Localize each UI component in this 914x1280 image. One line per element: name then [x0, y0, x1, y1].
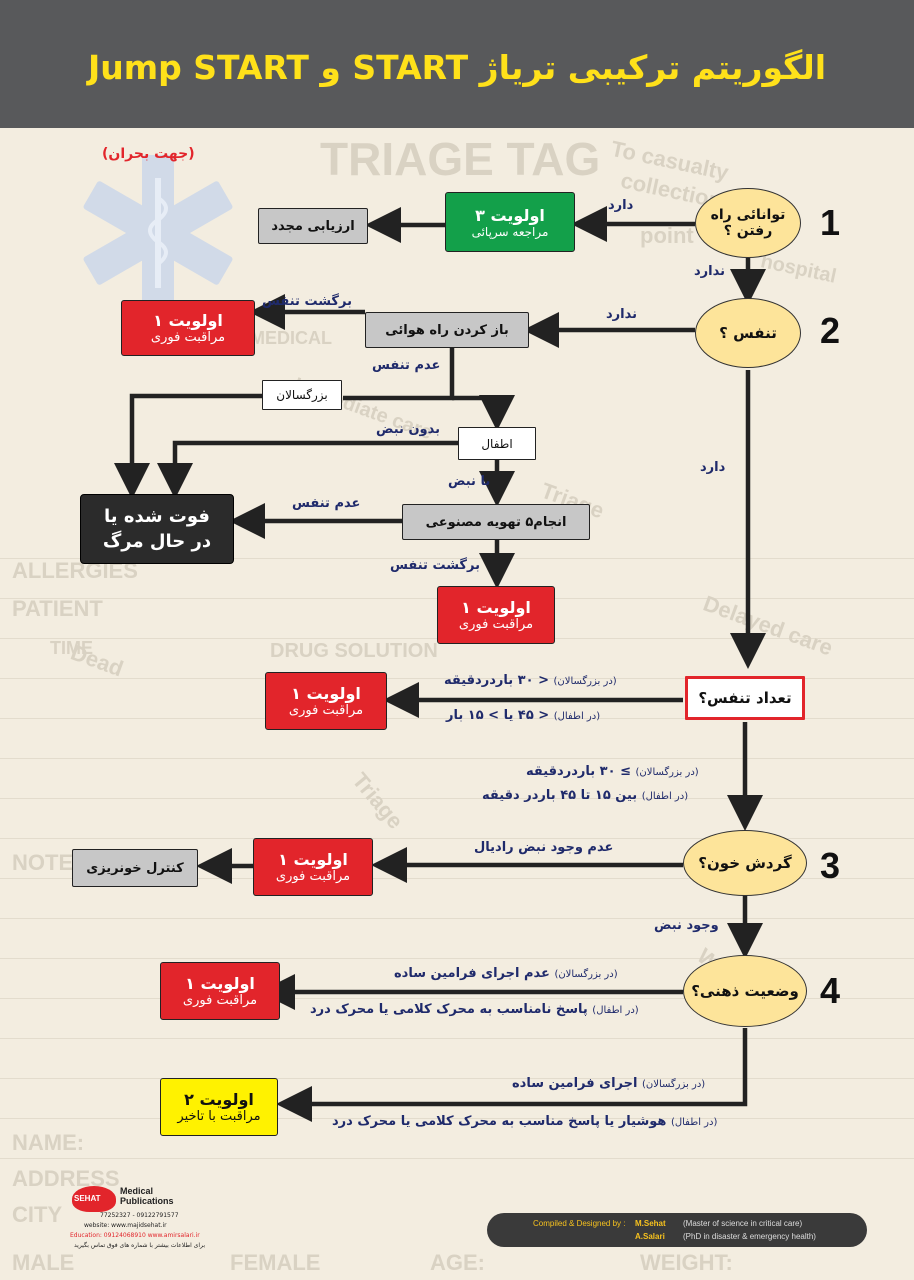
- reevaluate-box: ارزیابی مجدد: [258, 208, 368, 244]
- priority-1-title: اولویت ۱: [291, 684, 361, 703]
- logo-phone: 77252327 - 09122791577: [100, 1212, 179, 1219]
- bleeding-control-box: کنترل خونریزی: [72, 849, 198, 887]
- publisher-logo: SEHAT Medical Publications 77252327 - 09…: [70, 1182, 205, 1262]
- logo-note: برای اطلاعات بیشتر با شماره های فوق تماس…: [74, 1242, 206, 1249]
- priority-3-sub: مراجعه سرپائی: [471, 224, 549, 239]
- bg-patient: PATIENT: [12, 596, 103, 621]
- subtitle: (جهت بحران): [102, 146, 195, 162]
- footer-author1-desc: (Master of science in critical care): [683, 1219, 803, 1228]
- label-no-pulse: بدون نبض: [376, 422, 441, 437]
- bg-age: AGE:: [430, 1250, 485, 1275]
- open-airway-box: باز کردن راه هوائی: [365, 312, 529, 348]
- priority-1-sub: مراقبت فوری: [288, 703, 364, 718]
- page-title: الگوریتم ترکیبی تریاژ START و Jump START: [87, 48, 827, 87]
- label-obey: (در بزرگسالان) اجرای فرامین ساده: [512, 1076, 706, 1091]
- decision-walk: توانائی راه رفتن ؟: [695, 188, 801, 258]
- label-breath-return-1: برگشت تنفس: [262, 294, 352, 309]
- label-no-radial-pulse: عدم وجود نبض رادیال: [474, 840, 614, 855]
- logo-brand: SEHAT: [74, 1194, 101, 1203]
- step-number-3: 3: [820, 845, 841, 886]
- label-no-obey: (در بزرگسالان) عدم اجرای فرامین ساده: [394, 966, 618, 981]
- header-bar: [0, 0, 914, 128]
- bg-point: point: [640, 223, 694, 248]
- footer-compiled: Compiled & Designed by :: [533, 1219, 626, 1228]
- decision-breathing: تنفس ؟: [695, 298, 801, 368]
- bg-drug-solution: DRUG SOLUTION: [270, 640, 438, 662]
- bg-female: FEMALE: [230, 1250, 321, 1275]
- bg-name: NAME:: [12, 1130, 85, 1155]
- label-alert: (در اطفال) هوشیار یا پاسخ مناسب به محرک …: [332, 1114, 718, 1129]
- priority-1-box-mental: اولویت ۱ مراقبت فوری: [160, 962, 280, 1020]
- label-with-pulse: با نبض: [448, 474, 491, 489]
- bg-male: MALE: [12, 1250, 75, 1275]
- priority-1-sub: مراقبت فوری: [275, 869, 351, 884]
- priority-1-box-rate: اولویت ۱ مراقبت فوری: [265, 672, 387, 730]
- decision-circulation: گردش خون؟: [683, 830, 807, 896]
- priority-2-box: اولویت ۲ مراقبت با تاخیر: [160, 1078, 278, 1136]
- label-walk-yes: دارد: [608, 198, 634, 213]
- priority-1-title: اولویت ۱: [278, 850, 348, 869]
- priority-2-sub: مراقبت با تاخیر: [177, 1109, 261, 1124]
- footer-author2-desc: (PhD in disaster & emergency health): [683, 1232, 816, 1241]
- label-breath-yes: دارد: [700, 460, 726, 475]
- logo-edu: Education: 09124068910 www.amirsalari.ir: [70, 1232, 200, 1239]
- ventilation-box: انجام۵ تهویه مصنوعی: [402, 504, 590, 540]
- footer-credits: Compiled & Designed by : M.Sehat (Master…: [487, 1213, 867, 1247]
- star-of-life-icon: [83, 155, 233, 311]
- footer-author2: A.Salari: [635, 1232, 665, 1241]
- priority-2-title: اولویت ۲: [184, 1090, 254, 1109]
- priority-1-title: اولویت ۱: [185, 974, 255, 993]
- label-bad-response: (در اطفال) پاسخ نامناسب به محرک کلامی یا…: [310, 1002, 639, 1017]
- label-rate-high-adult: (در بزرگسالان) < ۳۰ باردردقیقه: [444, 673, 617, 688]
- adults-box: بزرگسالان: [262, 380, 342, 410]
- dead-or-dying-box: فوت شده یا در حال مرگ: [80, 494, 234, 564]
- bg-weight: WEIGHT:: [640, 1250, 733, 1275]
- priority-1-sub: مراقبت فوری: [150, 330, 226, 345]
- decision-mental-status: وضعیت ذهنی؟: [683, 955, 807, 1027]
- priority-1-box-circulation: اولویت ۱ مراقبت فوری: [253, 838, 373, 896]
- step-number-2: 2: [820, 310, 841, 351]
- label-no-breath-2: عدم تنفس: [292, 496, 361, 511]
- label-walk-no: ندارد: [694, 264, 726, 279]
- priority-1-sub: مراقبت فوری: [458, 617, 534, 632]
- label-rate-mid-child: (در اطفال) بین ۱۵ تا ۴۵ باردر دقیقه: [482, 788, 689, 803]
- heart-icon: [72, 1186, 116, 1212]
- priority-3-title: اولویت ۳: [475, 205, 545, 225]
- label-rate-low-adult: (در بزرگسالان) ≥ ۳۰ باردردقیقه: [526, 764, 699, 779]
- priority-3-box: اولویت ۳ مراجعه سرپائی: [445, 192, 575, 252]
- priority-1-box-airway: اولویت ۱ مراقبت فوری: [121, 300, 255, 356]
- logo-line2: Publications: [120, 1196, 174, 1206]
- label-breath-no: ندارد: [606, 307, 638, 322]
- label-rate-child: (در اطفال) < ۴۵ یا > ۱۵ بار: [446, 708, 601, 723]
- label-has-pulse: وجود نبض: [654, 918, 719, 933]
- label-breath-return-2: برگشت تنفس: [390, 558, 480, 573]
- logo-web: website: www.majidsehat.ir: [84, 1222, 167, 1229]
- children-box: اطفال: [458, 427, 536, 460]
- priority-1-title: اولویت ۱: [153, 311, 223, 330]
- bg-time: TIME: [50, 638, 93, 658]
- label-no-breath-1: عدم تنفس: [372, 358, 441, 373]
- bg-city: CITY: [12, 1202, 63, 1227]
- logo-line1: Medical: [120, 1186, 154, 1196]
- priority-1-title: اولویت ۱: [461, 598, 531, 617]
- step-number-1: 1: [820, 202, 841, 243]
- priority-1-box-ventilation: اولویت ۱ مراقبت فوری: [437, 586, 555, 644]
- footer-author1: M.Sehat: [635, 1219, 666, 1228]
- bg-triage-tag-text: TRIAGE TAG: [320, 133, 601, 185]
- step-number-4: 4: [820, 970, 841, 1011]
- decision-respiratory-rate: تعداد تنفس؟: [685, 676, 805, 720]
- bg-medical: MEDICAL: [250, 328, 332, 348]
- priority-1-sub: مراقبت فوری: [182, 993, 258, 1008]
